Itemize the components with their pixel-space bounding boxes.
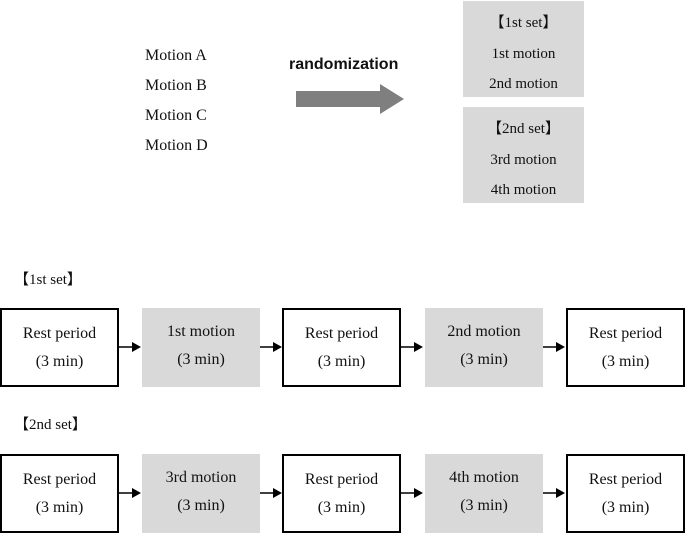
arrow-right-icon xyxy=(119,488,141,498)
arrow-right-icon xyxy=(260,488,282,498)
step-label: Rest period xyxy=(588,325,663,342)
rest-period-box: Rest period (3 min) xyxy=(282,454,401,533)
rest-period-box: Rest period (3 min) xyxy=(282,308,401,387)
step-label: 4th motion xyxy=(449,469,519,486)
arrow-right-icon xyxy=(543,342,565,352)
step-duration: (3 min) xyxy=(460,497,508,514)
step-duration: (3 min) xyxy=(601,353,650,370)
step-duration: (3 min) xyxy=(460,351,508,368)
motion-box: 2nd motion (3 min) xyxy=(425,308,543,387)
sequence-title-1: 【1st set】 xyxy=(14,272,82,288)
step-label: Rest period xyxy=(22,471,97,488)
motion-box: 1st motion (3 min) xyxy=(142,308,260,387)
randomization-arrow-icon xyxy=(296,84,404,114)
arrow-right-icon xyxy=(119,342,141,352)
sequence-title-2: 【2nd set】 xyxy=(14,417,87,433)
step-label: 1st motion xyxy=(166,323,235,340)
step-duration: (3 min) xyxy=(317,353,366,370)
motion-item-b: Motion B xyxy=(145,77,207,94)
arrow-right-icon xyxy=(401,488,423,498)
step-label: Rest period xyxy=(304,471,379,488)
set-panel-title: 【1st set】 xyxy=(489,15,558,31)
step-duration: (3 min) xyxy=(177,351,225,368)
step-label: Rest period xyxy=(22,325,97,342)
rest-period-box: Rest period (3 min) xyxy=(0,454,119,533)
set-panel-item: 3rd motion xyxy=(490,152,557,168)
motion-box: 4th motion (3 min) xyxy=(425,454,543,533)
step-label: 3rd motion xyxy=(165,469,237,486)
step-label: Rest period xyxy=(588,471,663,488)
step-label: Rest period xyxy=(304,325,379,342)
step-duration: (3 min) xyxy=(35,353,84,370)
motion-item-d: Motion D xyxy=(145,137,208,154)
step-duration: (3 min) xyxy=(35,499,84,516)
set-panel-item: 1st motion xyxy=(491,46,556,62)
step-duration: (3 min) xyxy=(177,497,225,514)
set-panel-1: 【1st set】 1st motion 2nd motion xyxy=(463,1,584,97)
step-label: 2nd motion xyxy=(447,323,521,340)
arrow-right-icon xyxy=(401,342,423,352)
randomization-label: randomization xyxy=(289,56,399,73)
rest-period-box: Rest period (3 min) xyxy=(566,454,685,533)
set-panel-title: 【2nd set】 xyxy=(487,121,560,137)
motion-item-a: Motion A xyxy=(145,47,207,64)
sequence-row-2: Rest period (3 min) 3rd motion (3 min) R… xyxy=(0,454,685,534)
rest-period-box: Rest period (3 min) xyxy=(566,308,685,387)
arrow-right-icon xyxy=(260,342,282,352)
set-panel-item: 2nd motion xyxy=(489,76,558,92)
set-panel-item: 4th motion xyxy=(490,182,557,198)
motion-box: 3rd motion (3 min) xyxy=(142,454,260,533)
motion-item-c: Motion C xyxy=(145,107,207,124)
set-panel-2: 【2nd set】 3rd motion 4th motion xyxy=(463,107,584,203)
sequence-row-1: Rest period (3 min) 1st motion (3 min) R… xyxy=(0,308,685,388)
step-duration: (3 min) xyxy=(601,499,650,516)
rest-period-box: Rest period (3 min) xyxy=(0,308,119,387)
arrow-right-icon xyxy=(543,488,565,498)
step-duration: (3 min) xyxy=(317,499,366,516)
